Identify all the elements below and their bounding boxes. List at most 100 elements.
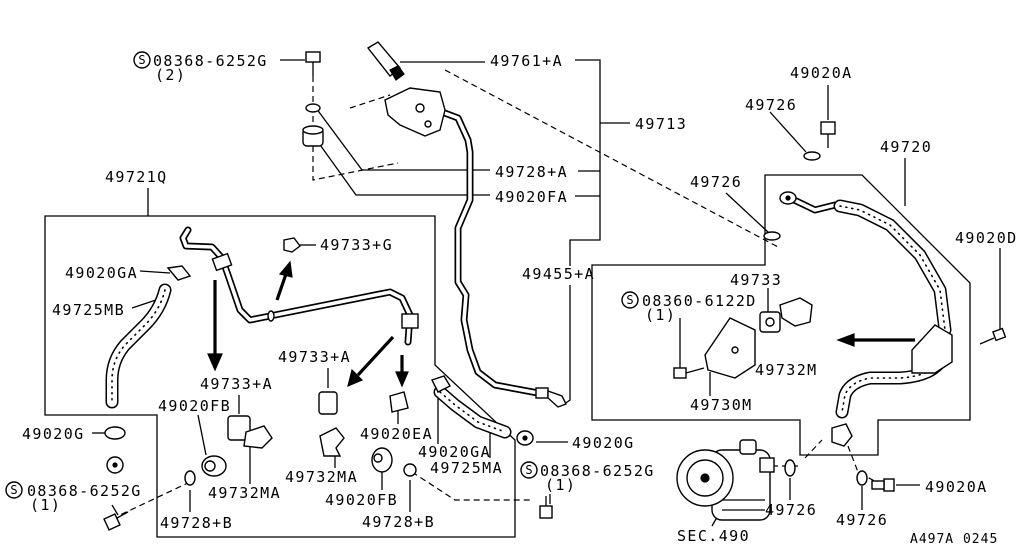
label-49455a: 49455+A [522,265,595,283]
qty-1-left: (1) [30,496,61,514]
sensor-49761a [366,41,405,81]
label-49020a-lower: 49020A [925,478,988,496]
label-49020fa: 49020FA [495,188,568,206]
label-49020g-right: 49020G [572,434,635,452]
label-49720: 49720 [880,138,932,156]
label-sec490: SEC.490 [677,527,750,545]
qty-1-mid: (1) [645,306,676,324]
label-49020d: 49020D [955,229,1018,247]
label-49732m: 49732M [755,361,818,379]
bolt-49020d [979,327,1007,345]
hose-bracket [911,324,953,374]
label-49728b-left: 49728+B [160,514,233,532]
group-frame-49721q [44,215,516,538]
s-bolt-symbol-mid: S [621,291,639,309]
pipe-end [547,390,567,408]
pipe-49713 [438,108,567,408]
s-bolt-symbol-lower-left: S [5,481,23,499]
label-49726-c: 49726 [765,501,817,519]
s-bolt-symbol-text: S [138,53,145,67]
label-49733: 49733 [730,271,782,289]
hose-banjo-fitting [831,423,853,447]
clamp-49020ga-left [166,265,192,281]
bolt-49020a-lower [871,478,895,492]
bolt-08368-6252g-right [539,496,553,519]
label-49725ma: 49725MA [430,459,503,477]
grommet-49020fb-left [201,455,227,477]
washer-49728a [305,103,321,113]
qty-2: (2) [155,66,186,84]
clamp-49020g-right [516,430,534,446]
label-49020fb-lower: 49020FB [325,491,398,509]
bolt-49020a-top [820,121,836,148]
clamp-49020ga-right [431,375,451,393]
leader-lines [92,59,1001,527]
label-49020a-top: 49020A [790,64,853,82]
pipe-clamp [211,252,233,272]
label-49020ea: 49020EA [360,425,433,443]
label-49721q: 49721Q [105,168,168,186]
clamp-49733 [759,311,781,333]
label-08368-6252g-top: 08368-6252G [153,52,268,70]
clamp-49732ma-upper [319,427,345,457]
bolt-08368-6252g-top [305,51,321,76]
s-bolt-symbol-text: S [626,293,633,307]
nut-49733g [283,237,301,253]
label-49020g-left: 49020G [22,425,85,443]
clamp-block-49733a-lower [227,415,251,441]
pipe-clip [401,313,419,329]
pipe-collar [267,310,275,322]
label-49725mb: 49725MB [52,301,125,319]
grommet-49020fa [302,125,324,147]
label-49726-d: 49726 [836,511,888,529]
s-bolt-symbol-lower-right: S [520,461,538,479]
washer-49726-c [784,459,796,477]
qty-1-right: (1) [545,476,576,494]
label-49726-a: 49726 [745,96,797,114]
washer-49726-a [803,151,821,161]
label-08368-6252g-right: 08368-6252G [540,462,655,480]
power-steering-pump-sec490 [676,439,775,521]
hose-49720 [779,191,953,447]
s-bolt-symbol-text: S [525,463,532,477]
label-49728b-right: 49728+B [362,513,435,531]
bracket-49730m [704,317,756,379]
pipe-49721q [179,226,419,346]
label-08368-6252g-left: 08368-6252G [27,482,142,500]
group-frame-49720 [591,174,971,456]
label-49733g: 49733+G [320,236,393,254]
fitting-hole [785,195,791,201]
label-49020fb-left: 49020FB [158,397,231,415]
label-49728a: 49728+A [495,163,568,181]
label-49733a-upper: 49733+A [278,348,351,366]
label-49020ga-right: 49020GA [418,443,491,461]
clip-49020ea [389,391,409,413]
label-49020ga-left: 49020GA [65,264,138,282]
clamp-49732ma-lower [243,425,273,449]
washer-49726-b [763,231,781,241]
bracket-49732m [779,297,813,327]
hose-49725ma [433,385,512,439]
washer-49728b-left [184,470,196,486]
label-49730m: 49730M [690,396,753,414]
diagram-code: A497A 0245 [910,532,998,547]
label-49713: 49713 [635,115,687,133]
callout-labels: 08368-6252G (2) 49761+A 49713 49728+A 49… [22,52,1018,547]
s-bolt-symbol-top: S [133,51,151,69]
pipe-fitting [535,387,549,399]
clamp-49733a-upper [318,391,338,415]
label-49732ma-lower: 49732MA [208,484,281,502]
pipe-bracket-top [384,87,446,137]
label-08360-6122d: 08360-6122D [642,292,757,310]
label-49761a: 49761+A [490,52,563,70]
label-49732ma-upper: 49732MA [285,468,358,486]
label-49726-b: 49726 [690,173,742,191]
washer-49728b-right [403,463,417,477]
hose-49725mb [105,283,172,409]
clamp-49020g-left [104,426,126,474]
bolt-08360-6122d [673,367,705,379]
grommet-49020fb-lower [371,447,393,473]
washer-49726-d [856,470,868,486]
label-49733a-lower: 49733+A [200,375,273,393]
